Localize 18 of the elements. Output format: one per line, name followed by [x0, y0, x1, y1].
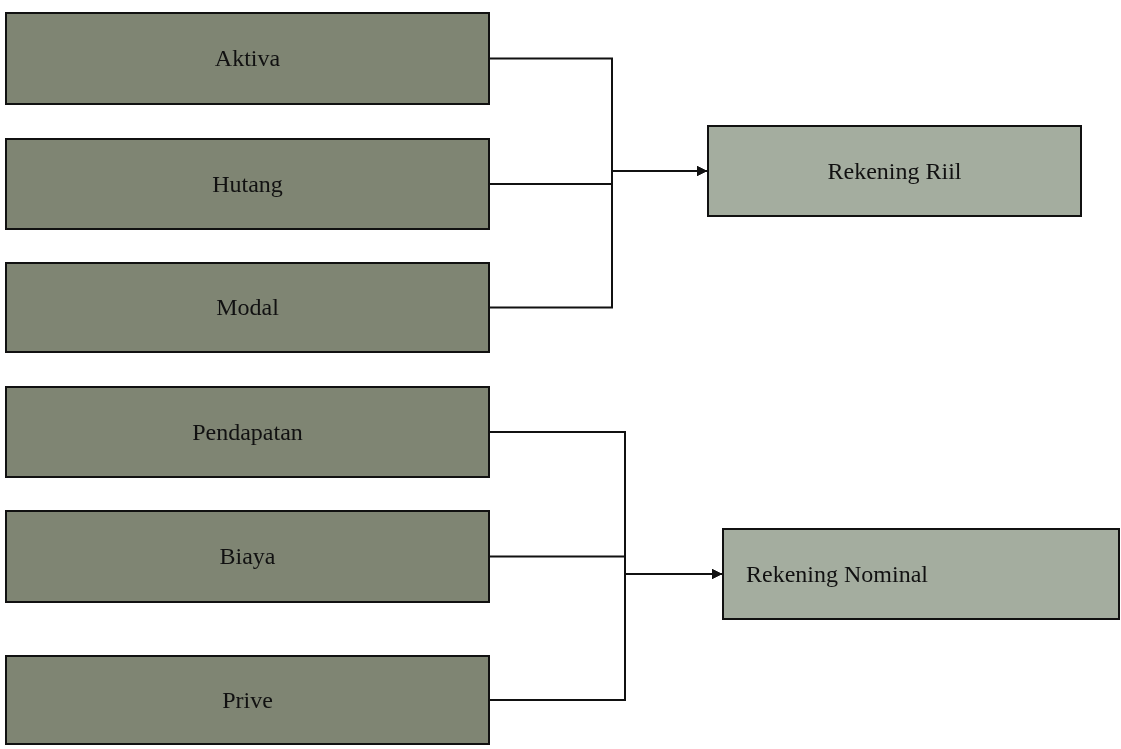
- account-box: [5, 655, 490, 745]
- connector-arrow: [489, 166, 708, 309]
- box-label: Rekening Riil: [827, 157, 962, 185]
- box-label: Hutang: [212, 170, 283, 198]
- account-box: [5, 386, 490, 478]
- account-box: [5, 12, 490, 105]
- account-box: [5, 138, 490, 230]
- box-label: Pendapatan: [192, 418, 303, 446]
- account-box: [5, 510, 490, 603]
- account-box: [707, 125, 1082, 217]
- box-label: Aktiva: [214, 45, 281, 72]
- box-label: Modal: [216, 294, 279, 321]
- connector-arrow: [489, 569, 723, 701]
- account-box: [5, 262, 490, 353]
- box-label: Rekening Nominal: [746, 560, 928, 588]
- box-label: Biaya: [219, 543, 276, 570]
- account-box: [722, 528, 1120, 620]
- box-label: Prive: [222, 686, 273, 714]
